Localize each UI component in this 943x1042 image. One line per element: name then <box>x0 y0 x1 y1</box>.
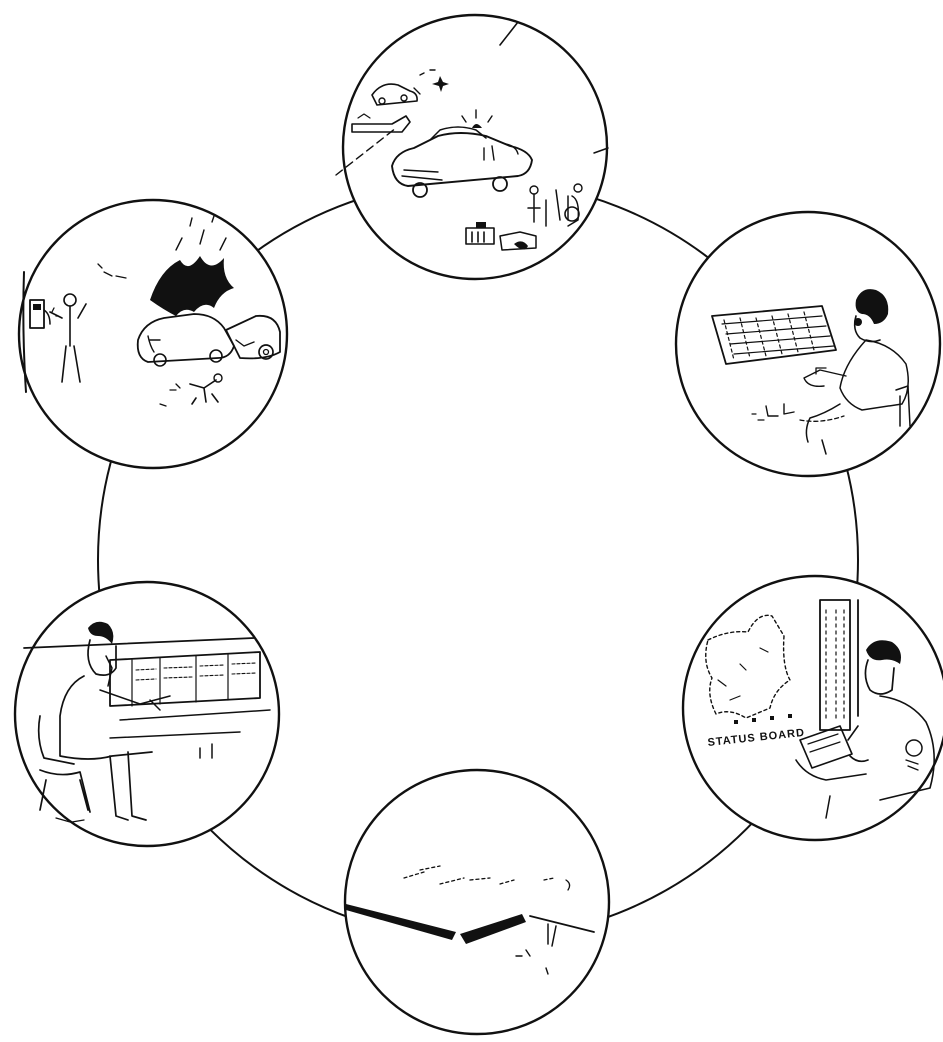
scene-accident <box>19 200 287 468</box>
scene-accident-circle <box>19 200 287 468</box>
scene-status-board-circle <box>683 576 943 840</box>
scene-dispatcher-console-circle <box>15 582 279 846</box>
scene-station <box>345 770 609 1034</box>
scene-response-circle <box>343 15 607 279</box>
scene-telephone-operator <box>676 212 940 476</box>
scene-dispatcher-console <box>15 582 279 846</box>
scene-telephone-operator-circle <box>676 212 940 476</box>
scene-station-circle <box>345 770 609 1034</box>
scene-status-board: STATUS BOARD <box>683 576 943 840</box>
scene-response <box>336 15 608 279</box>
